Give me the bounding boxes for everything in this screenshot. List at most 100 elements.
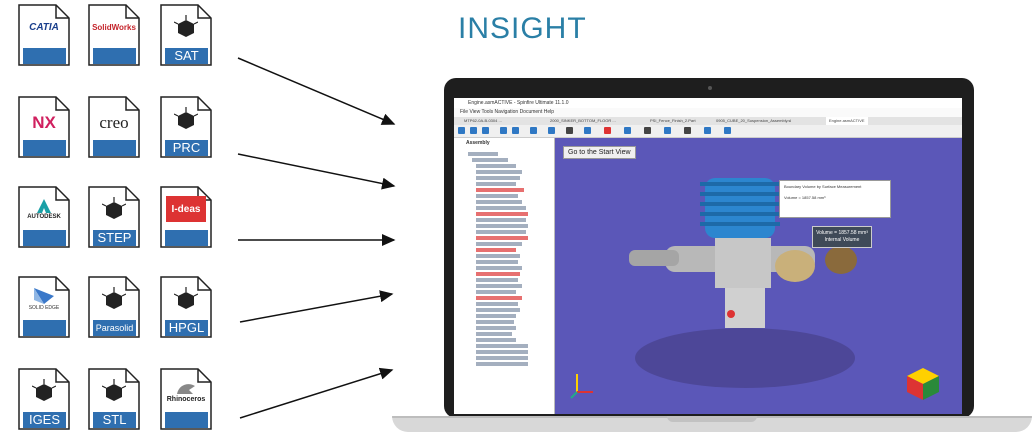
- page-title: INSIGHT: [458, 12, 587, 45]
- creo-file-icon: creo: [88, 96, 140, 158]
- tree-item[interactable]: [476, 332, 512, 336]
- cube-icon: [174, 107, 198, 129]
- tree-item[interactable]: [476, 338, 516, 342]
- toolbar-icon[interactable]: [604, 127, 611, 134]
- toolbar-icon[interactable]: [548, 127, 555, 134]
- tree-item[interactable]: [472, 158, 508, 162]
- iges-file-icon: IGES: [18, 368, 70, 430]
- prc-file-icon: PRC: [160, 96, 212, 158]
- tree-item[interactable]: [476, 230, 526, 234]
- toolbar-icon[interactable]: [724, 127, 731, 134]
- 3d-viewport[interactable]: Go to the Start View Boundary Volume by …: [555, 138, 962, 414]
- cube-icon: [102, 197, 126, 219]
- tree-item[interactable]: [468, 152, 498, 156]
- hpgl-file-icon: HPGL: [160, 276, 212, 338]
- tree-item[interactable]: [476, 182, 516, 186]
- toolbar-icon[interactable]: [458, 127, 465, 134]
- toolbar-icon[interactable]: [644, 127, 651, 134]
- measurement-panel[interactable]: Boundary Volume by Surface Measurement V…: [779, 180, 891, 218]
- tree-item[interactable]: [476, 266, 522, 270]
- tab-3[interactable]: PSI_Fence_Finish_2.Part: [650, 118, 696, 123]
- toolbar-icon[interactable]: [482, 127, 489, 134]
- tree-item[interactable]: [476, 218, 526, 222]
- toolbar-icon[interactable]: [664, 127, 671, 134]
- tree-item[interactable]: [476, 200, 522, 204]
- toolbar-icon[interactable]: [470, 127, 477, 134]
- tree-item[interactable]: [476, 176, 520, 180]
- tree-item[interactable]: [476, 314, 516, 318]
- tree-item[interactable]: [476, 272, 520, 276]
- step-file-icon: STEP: [88, 186, 140, 248]
- tree-item[interactable]: [476, 224, 528, 228]
- tree-item[interactable]: [476, 242, 522, 246]
- stl-file-icon: STL: [88, 368, 140, 430]
- tree-item[interactable]: [476, 212, 528, 216]
- toolbar-icon[interactable]: [584, 127, 591, 134]
- tree-item[interactable]: [476, 278, 518, 282]
- tree-item[interactable]: [476, 260, 518, 264]
- solidworks-file-icon: SolidWorks: [88, 4, 140, 66]
- cube-icon: [174, 15, 198, 37]
- tab-2[interactable]: 2000_SINKER_BOTTOM_FLOOR ...: [550, 118, 616, 123]
- tree-item[interactable]: [476, 326, 516, 330]
- measure-title: Boundary Volume by Surface Measurement: [784, 184, 862, 189]
- autodesk-logo-icon: [37, 199, 51, 213]
- tree-item[interactable]: [476, 302, 518, 306]
- toolbar-icon[interactable]: [500, 127, 507, 134]
- measure-value: Volume = 1857.58 mm³: [784, 195, 826, 200]
- app-window: Engine.asmACTIVE - Spinfire Ultimate 11.…: [454, 98, 962, 414]
- sat-file-icon: SAT: [160, 4, 212, 66]
- tree-item[interactable]: [476, 164, 516, 168]
- laptop-mockup: Engine.asmACTIVE - Spinfire Ultimate 11.…: [392, 68, 1032, 440]
- tab-4[interactable]: 0905_CUBE_20_Suspension_Assembly.sl: [716, 118, 792, 123]
- tree-item[interactable]: [476, 284, 522, 288]
- tree-item[interactable]: [476, 362, 528, 366]
- menu-bar[interactable]: File View Tools Navigation Document Help: [454, 108, 962, 117]
- tree-item[interactable]: [476, 344, 528, 348]
- cube-icon: [174, 287, 198, 309]
- camera-dot: [708, 86, 712, 90]
- tree-item[interactable]: [476, 296, 522, 300]
- tree-item[interactable]: [476, 308, 520, 312]
- toolbar-icon[interactable]: [530, 127, 537, 134]
- cube-icon: [102, 379, 126, 401]
- window-title: Engine.asmACTIVE - Spinfire Ultimate 11.…: [454, 98, 962, 108]
- view-cube-icon[interactable]: [905, 366, 941, 402]
- nx-file-icon: NX: [18, 96, 70, 158]
- tree-item[interactable]: [476, 356, 528, 360]
- toolbar-icon[interactable]: [704, 127, 711, 134]
- tree-item[interactable]: [476, 188, 524, 192]
- toolbar-icon[interactable]: [684, 127, 691, 134]
- engine-model: [629, 178, 857, 388]
- tab-1[interactable]: MTP62-0A-B-0304 ...: [464, 118, 502, 123]
- tree-item[interactable]: [476, 290, 516, 294]
- solidedge-logo-icon: [34, 288, 54, 304]
- laptop-notch: [667, 416, 757, 422]
- assembly-tree-panel: Assembly: [454, 138, 555, 414]
- document-tabs: MTP62-0A-B-0304 ... 2000_SINKER_BOTTOM_F…: [454, 117, 962, 125]
- ideas-file-icon: I-deas: [160, 186, 212, 248]
- cube-icon: [32, 379, 56, 401]
- tree-item[interactable]: [476, 206, 526, 210]
- tab-5[interactable]: Engine.asmACTIVE: [826, 117, 868, 125]
- catia-file-icon: CATIA: [18, 4, 70, 66]
- solidedge-file-icon: SOLID EDGE: [18, 276, 70, 338]
- tree-item[interactable]: [476, 350, 528, 354]
- toolbar: [454, 125, 962, 138]
- start-view-button[interactable]: Go to the Start View: [563, 146, 636, 159]
- toolbar-icon[interactable]: [512, 127, 519, 134]
- axis-triad-icon: [570, 374, 593, 399]
- toolbar-icon[interactable]: [624, 127, 631, 134]
- tree-item[interactable]: [476, 248, 516, 252]
- tree-item[interactable]: [476, 320, 514, 324]
- volume-callout: Volume = 1857.58 mm³ Internal Volume: [812, 226, 872, 248]
- tree-item[interactable]: [476, 170, 522, 174]
- tree-item[interactable]: [476, 194, 518, 198]
- rhino-logo-icon: [177, 383, 195, 394]
- cube-icon: [102, 287, 126, 309]
- tree-item[interactable]: [476, 254, 520, 258]
- tree-item[interactable]: [476, 236, 528, 240]
- sidebar-header[interactable]: Assembly: [466, 140, 490, 146]
- toolbar-icon[interactable]: [566, 127, 573, 134]
